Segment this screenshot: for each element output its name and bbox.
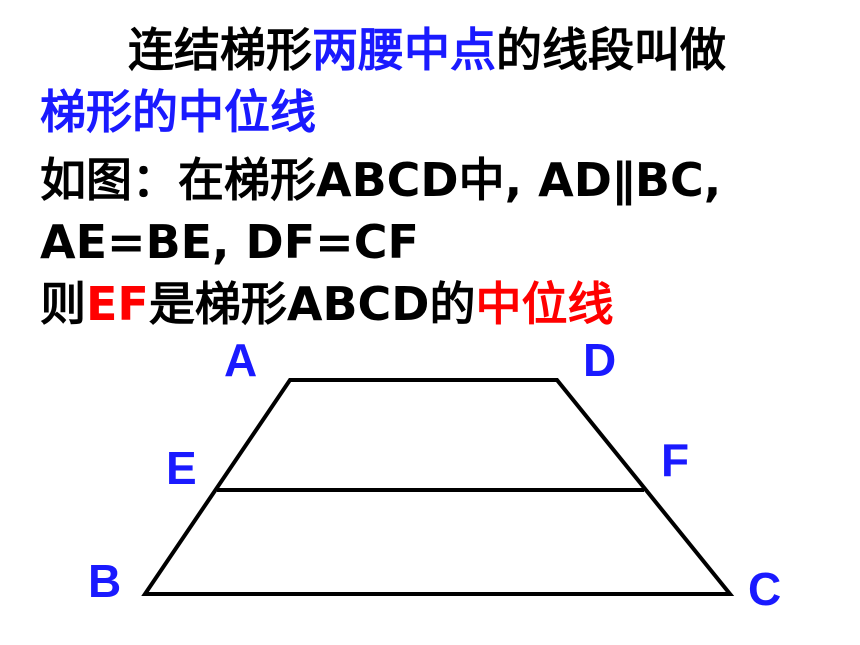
vertex-label-d: D <box>583 334 616 386</box>
midpoints-of-legs-highlight: 两腰中点 <box>312 23 496 77</box>
segment-ef-highlight: EF <box>86 277 149 331</box>
trapezoid-abcd <box>141 378 735 596</box>
definition-line-1: 连结梯形两腰中点的线段叫做 <box>128 22 726 78</box>
conclusion-text-start: 则 <box>40 277 86 331</box>
median-line-highlight: 中位线 <box>475 277 614 331</box>
vertex-label-b: B <box>88 555 121 607</box>
example-statement: 如图：在梯形ABCD中, AD∥BC, <box>40 153 722 207</box>
example-conditions: AE=BE, DF=CF <box>40 215 419 269</box>
conclusion-line: 则EF是梯形ABCD的中位线 <box>40 276 613 332</box>
midpoint-label-e: E <box>166 442 197 494</box>
vertex-label-a: A <box>224 334 257 386</box>
definition-text-start: 连结梯形 <box>128 23 312 77</box>
midpoint-label-f: F <box>661 434 689 486</box>
vertex-label-c: C <box>748 563 781 615</box>
definition-text-end: 的线段叫做 <box>496 23 726 77</box>
definition-term: 梯形的中位线 <box>40 85 316 139</box>
conclusion-text-middle: 是梯形ABCD的 <box>148 277 476 331</box>
